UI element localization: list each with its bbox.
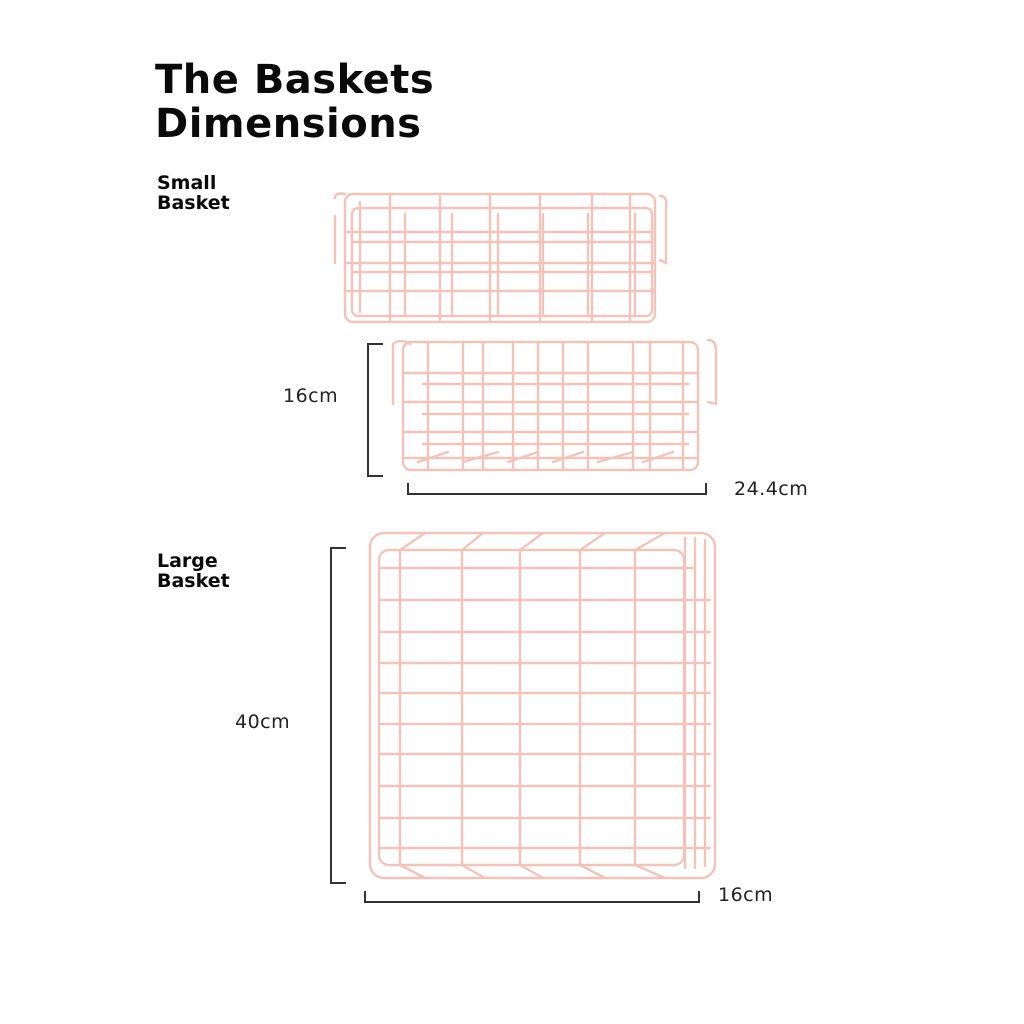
page-title: The Baskets Dimensions [155,58,434,146]
large-basket-height-bracket [330,547,346,884]
large-basket-label-line-2: Basket [157,570,230,592]
small-basket-width-bracket [407,483,707,495]
title-line-2: Dimensions [155,101,422,147]
large-basket-height-label: 40cm [235,711,291,733]
small-basket-height-bracket [367,343,383,477]
large-basket-label-line-1: Large [157,550,218,572]
small-basket-label: Small Basket [157,173,230,213]
large-basket-width-label: 16cm [718,884,774,906]
small-basket-image-front [391,338,718,472]
small-basket-height-label: 16cm [283,385,339,407]
small-basket-width-label: 24.4cm [734,478,809,500]
large-basket-image [368,531,717,880]
large-basket-label: Large Basket [157,551,230,591]
small-basket-image-top [333,192,668,324]
small-basket-label-line-2: Basket [157,192,230,214]
title-line-1: The Baskets [155,57,435,103]
small-basket-label-line-1: Small [157,172,217,194]
large-basket-width-bracket [364,891,700,903]
